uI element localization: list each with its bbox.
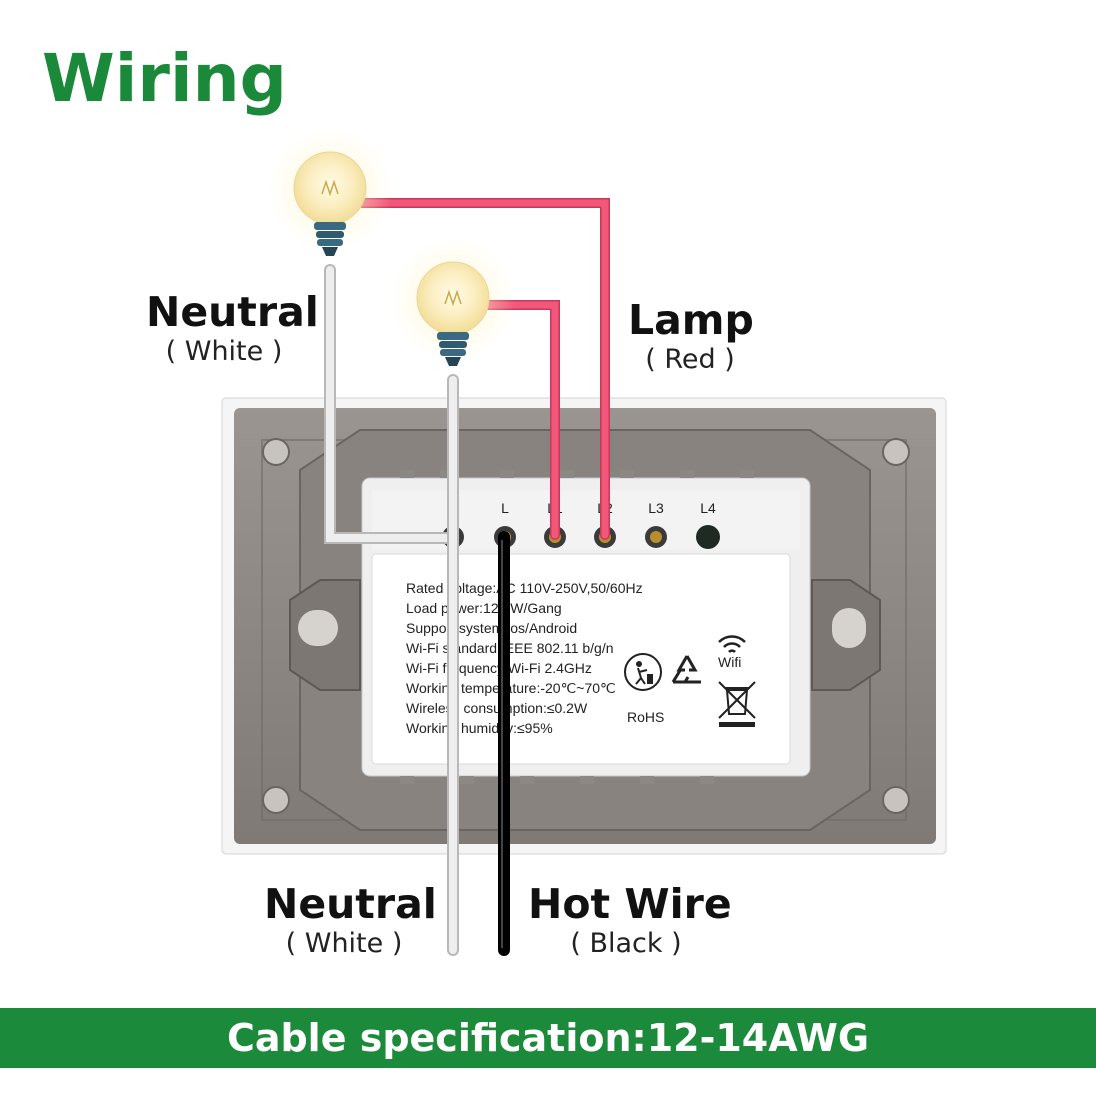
cable-spec-banner: Cable specification:12-14AWG [0,1008,1096,1068]
terminal-l4: L4 [696,500,720,549]
spec-line: Load power:12 0W/Gang [406,600,562,616]
label-sub: ( Red ) [645,344,735,375]
label-sub: ( White ) [285,928,403,959]
label-hot-wire: Hot Wire ( Black ) [528,880,732,959]
label-main: Neutral [146,288,319,336]
terminal-label: L4 [700,500,716,516]
page-title: Wiring [42,40,287,117]
spec-line: Support system:ios/Android [406,620,577,636]
switch-module [361,470,811,784]
label-sub: ( White ) [165,336,283,367]
spec-line: Working humidity:≤95% [406,720,553,736]
wiring-diagram: N L L1 L2 L3 L4 Rated voltage:AC 110V-25… [221,128,947,956]
weee-bin-icon [718,681,756,727]
terminal-label: L [501,500,509,516]
bulb-icon [268,128,392,256]
recycle-icon [671,655,701,684]
hot-wire [498,531,510,956]
label-neutral-top: Neutral ( White ) [146,288,319,367]
spec-line: Wireless consumption:≤0.2W [406,700,588,716]
label-lamp: Lamp ( Red ) [628,296,754,375]
label-main: Neutral [264,880,437,928]
terminal-l3: L3 [645,500,667,548]
label-main: Hot Wire [528,880,732,928]
neutral-wires [324,264,459,956]
label-sub: ( Black ) [570,928,682,959]
wifi-label: Wifi [718,654,741,670]
spec-line: Working temperature:-20℃~70℃ [406,680,616,696]
bulb-icon [391,238,515,366]
spec-line: Rated voltage:AC 110V-250V,50/60Hz [406,580,643,596]
terminal-label: L3 [648,500,664,516]
rohs-mark: RoHS [627,709,664,725]
wifi-icon [718,635,746,653]
label-neutral-bottom: Neutral ( White ) [264,880,437,959]
disposal-icon [624,653,662,691]
label-main: Lamp [628,296,754,344]
